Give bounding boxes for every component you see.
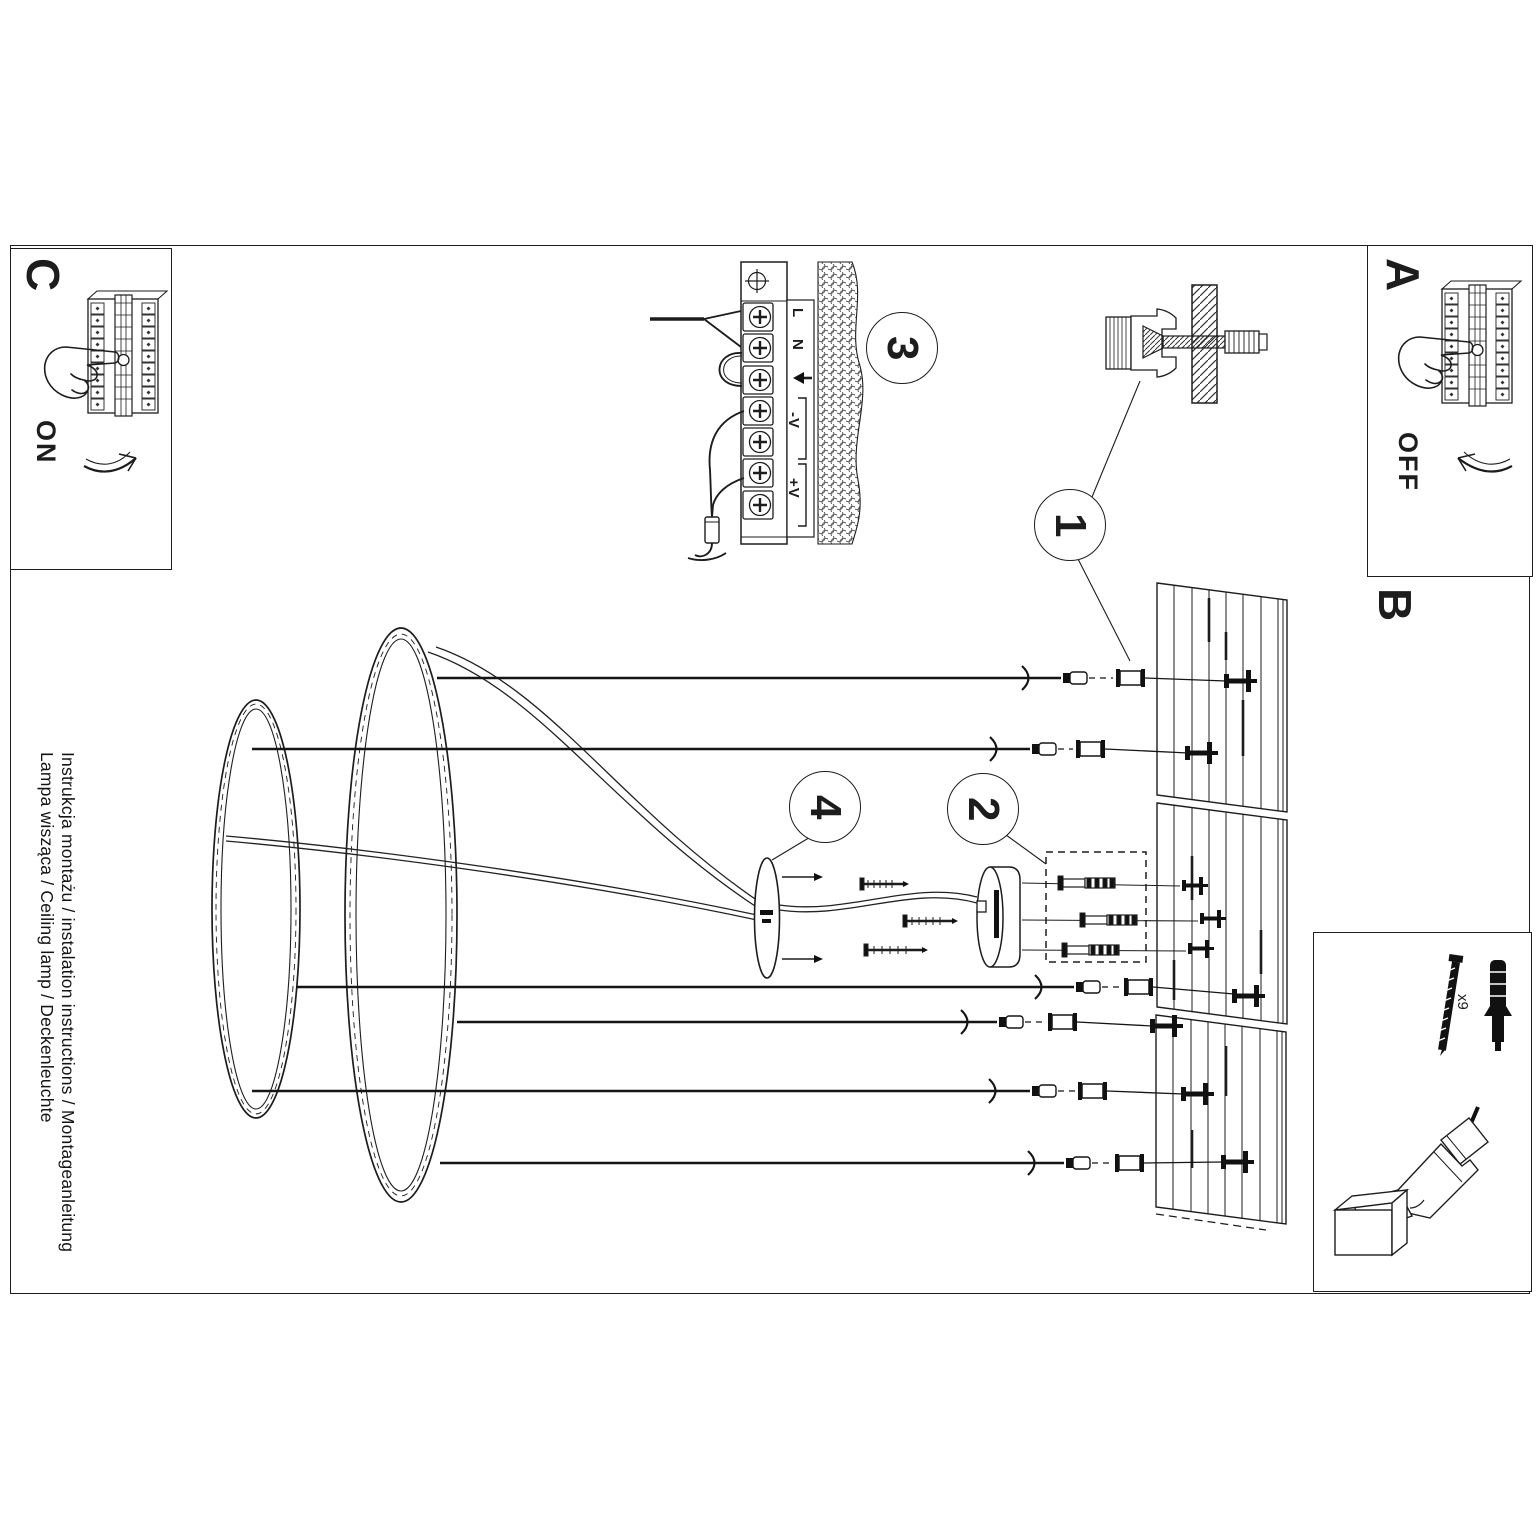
canopy: [976, 866, 1021, 968]
cable-4: [457, 1009, 1153, 1035]
screw-icon: [1188, 940, 1214, 958]
mounting-hole-icon: [745, 269, 769, 293]
screw-icon: [1182, 877, 1208, 895]
drill-icon: [1332, 1106, 1489, 1257]
led-panel-mesh: [817, 261, 864, 545]
leader-step2: [1001, 831, 1047, 865]
step-2-number: 2: [959, 796, 1008, 822]
switch-on-label: ON: [31, 420, 61, 465]
on-arrow-icon: [83, 451, 137, 473]
canopy-screws: [859, 877, 958, 957]
ceiling-planks: [1155, 582, 1288, 1231]
parts-box-content: [1332, 954, 1512, 1257]
cable-2: [252, 736, 1189, 762]
terminal-block-diagram: [650, 261, 864, 561]
step-4-badge: 4: [789, 771, 861, 843]
screw-icon: [1200, 910, 1226, 928]
section-b-label: B: [1369, 588, 1421, 622]
screw-icon: [1221, 1151, 1254, 1173]
wall-plug-icon: [1484, 960, 1512, 1051]
leader-step4: [771, 835, 813, 861]
anchor-screw: [1142, 325, 1268, 359]
mounting-screws-dashed-box: [1045, 851, 1147, 963]
ceiling-screws: [1150, 670, 1265, 1173]
terminal-screws: [742, 302, 774, 520]
title-line-1: Instrukcja montażu / instalation instruc…: [58, 752, 78, 1253]
terminal-label-positive: +V: [785, 478, 802, 499]
screw-icon: [1224, 670, 1257, 692]
pendant-rings: [211, 627, 458, 1203]
screw-icon: [1181, 1083, 1214, 1105]
screw-icon: [1232, 985, 1265, 1007]
neg-bracket: [798, 397, 807, 460]
off-arrow-icon: [1457, 451, 1513, 473]
screw-anchor-icon: [1061, 942, 1120, 958]
terminal-label-live: L: [789, 308, 806, 319]
screw-icon: [1185, 742, 1218, 764]
screw-black-icon: [1434, 954, 1464, 1056]
lamp-cords: [225, 646, 978, 921]
screw-anchor-icon: [1057, 875, 1116, 891]
terminal-label-neutral: N: [789, 339, 806, 351]
leader-step1-up: [1091, 380, 1141, 498]
panel-a-label: A: [1377, 258, 1429, 292]
screw-anchor-icon: [1079, 912, 1138, 928]
direction-arrow-icon: [782, 955, 823, 963]
terminal-label-negative: -V: [785, 412, 802, 429]
suspension-cables: [252, 665, 1235, 1176]
wiring: [650, 310, 745, 561]
step-1-number: 1: [1046, 512, 1095, 538]
drawing-frame: [10, 245, 1530, 1294]
canopy-mounting: [859, 831, 1199, 968]
leader-step1-down: [1076, 556, 1131, 662]
screw-icon: [1150, 1015, 1183, 1037]
step-3-badge: 3: [866, 312, 938, 384]
cable-6: [440, 1150, 1223, 1176]
switch-off-label: OFF: [1393, 432, 1423, 492]
dip-switch-c: [86, 290, 169, 417]
small-ring: [211, 699, 301, 1119]
step-4-number: 4: [801, 794, 850, 820]
cable-5: [252, 1078, 1184, 1104]
large-ring: [344, 627, 458, 1203]
cable-1: [437, 665, 1227, 691]
wall-anchor-detail: [1076, 284, 1268, 662]
cable-3: [296, 974, 1235, 1000]
direction-arrow-icon: [782, 873, 823, 881]
title-block: Instrukcja montażu / instalation instruc…: [36, 752, 78, 1252]
dip-switch-a: [1440, 280, 1523, 407]
panel-c-label: C: [17, 258, 69, 292]
step-2-badge: 2: [947, 773, 1019, 845]
step-3-number: 3: [878, 335, 927, 361]
title-line-2: Lampa wisząca / Ceiling lamp / Deckenleu…: [37, 752, 57, 1123]
cable-grommet-disc: [753, 835, 823, 979]
ground-arrow-icon: [793, 372, 812, 384]
hardware-quantity-label: x9: [1454, 994, 1471, 1010]
step-1-badge: 1: [1034, 489, 1106, 561]
pos-bracket: [798, 463, 807, 527]
